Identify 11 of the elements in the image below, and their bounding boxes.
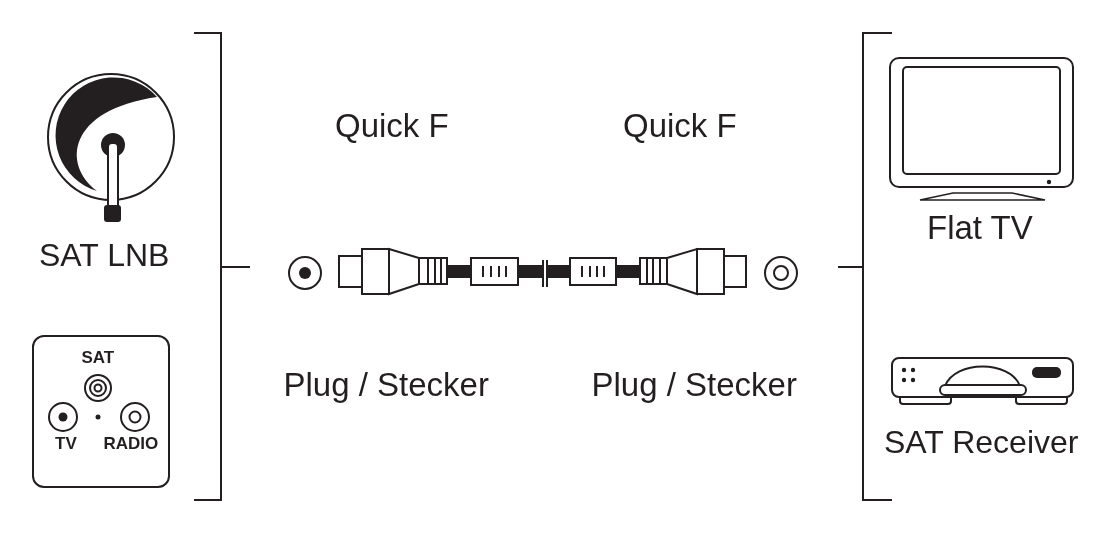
connector-label: Plug / Stecker	[283, 365, 489, 404]
socket-label: SAT	[81, 347, 115, 368]
device-label: SAT Receiver	[884, 423, 1079, 461]
wall-socket-plate	[32, 335, 170, 488]
socket-label: TV	[55, 433, 77, 454]
socket-label: RADIO	[103, 433, 159, 454]
device-label: SAT LNB	[39, 236, 170, 274]
connector-label: Quick F	[335, 106, 449, 145]
device-label: Flat TV	[927, 208, 1033, 247]
connector-label: Quick F	[623, 106, 737, 145]
connector-label: Plug / Stecker	[591, 365, 797, 404]
